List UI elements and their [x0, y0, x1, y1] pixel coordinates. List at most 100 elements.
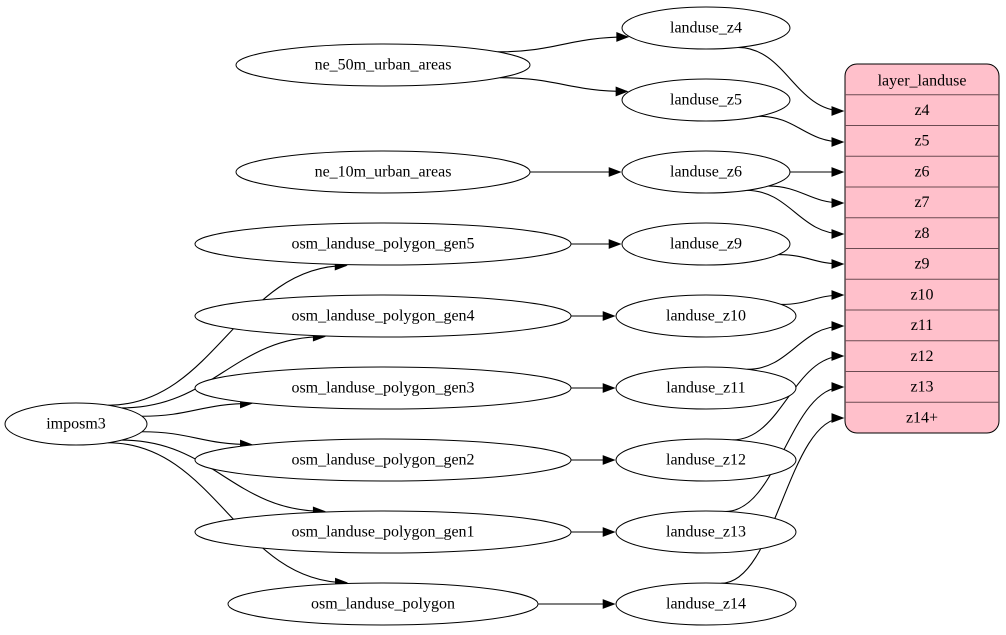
node-label: landuse_z4 [670, 20, 742, 37]
node-ellipse [194, 510, 572, 554]
edge-arrowhead [602, 455, 616, 465]
node-label: osm_landuse_polygon_gen3 [291, 380, 474, 397]
edge-arrowhead [831, 413, 845, 423]
node-landuse_z10[interactable]: landuse_z10 [615, 294, 797, 338]
node-label: landuse_z13 [666, 524, 746, 541]
table-row-label: z10 [910, 286, 933, 303]
table-row-label: z14+ [906, 409, 938, 426]
table-row-label: z11 [911, 317, 934, 334]
edge-arrowhead [608, 239, 622, 249]
table-row-label: z4 [914, 102, 929, 119]
node-label: osm_landuse_polygon [311, 596, 455, 613]
edge-line [746, 189, 844, 235]
node-landuse_z11[interactable]: landuse_z11 [615, 366, 797, 410]
node-ellipse [194, 294, 572, 338]
edge-arrowhead [831, 137, 845, 147]
layer-landuse-table: layer_landuse z4 z5 z6 z7 z8 z9 z10 z11 z12 z13 z14… [844, 63, 1000, 434]
edge-arrowhead [616, 32, 630, 42]
edge-line [121, 336, 325, 409]
edge-arrowhead [831, 259, 845, 269]
node-osm_landuse_polygon_gen4[interactable]: osm_landuse_polygon_gen4 [194, 294, 572, 338]
table-header-label: layer_landuse [878, 73, 967, 90]
edge-line [107, 264, 347, 406]
edge-line [721, 417, 844, 584]
node-ellipse [615, 294, 797, 338]
table-row-label: z13 [910, 379, 933, 396]
edge-line [107, 442, 347, 584]
node-osm_landuse_polygon_gen5[interactable]: osm_landuse_polygon_gen5 [194, 222, 572, 266]
edge-line [732, 355, 844, 441]
node-osm_landuse_polygon_gen3[interactable]: osm_landuse_polygon_gen3 [194, 366, 572, 410]
node-osm_landuse_polygon[interactable]: osm_landuse_polygon [227, 582, 539, 626]
edge-arrowhead [615, 86, 629, 97]
node-label: ne_50m_urban_areas [315, 57, 452, 74]
table-row-label: z9 [914, 256, 929, 273]
node-label: landuse_z12 [666, 452, 746, 469]
table-row-z6[interactable]: z6 [845, 156, 999, 187]
nodes-layer: imposm3 ne_50m_urban_areas ne_10m_urban_ar… [4, 6, 797, 626]
node-label: osm_landuse_polygon_gen5 [291, 236, 474, 253]
node-ne_10m_urban_areas[interactable]: ne_10m_urban_areas [235, 150, 531, 194]
node-landuse_z9[interactable]: landuse_z9 [621, 222, 791, 266]
table-row-z7[interactable]: z7 [845, 187, 999, 218]
node-ellipse [235, 43, 531, 87]
node-label: osm_landuse_polygon_gen2 [291, 452, 474, 469]
table-row-z8[interactable]: z8 [845, 218, 999, 249]
edge-line [121, 439, 325, 512]
node-landuse_z12[interactable]: landuse_z12 [615, 438, 797, 482]
table-row-z13[interactable]: z13 [845, 372, 999, 403]
edge-line [759, 115, 844, 143]
node-landuse_z6[interactable]: landuse_z6 [621, 150, 791, 194]
node-osm_landuse_polygon_gen2[interactable]: osm_landuse_polygon_gen2 [194, 438, 572, 482]
edge-arrowhead [831, 382, 845, 392]
node-landuse_z13[interactable]: landuse_z13 [615, 510, 797, 554]
node-landuse_z14[interactable]: landuse_z14 [615, 582, 797, 626]
edge-line [500, 77, 628, 92]
node-ellipse [227, 582, 539, 626]
node-landuse_z5[interactable]: landuse_z5 [621, 78, 791, 122]
table-row-label: z12 [910, 348, 933, 365]
table-row-label: z6 [914, 163, 929, 180]
node-imposm3[interactable]: imposm3 [4, 402, 148, 446]
table-row-label: z8 [914, 225, 929, 242]
node-label: landuse_z10 [666, 308, 746, 325]
node-label: osm_landuse_polygon_gen4 [291, 308, 474, 325]
edge-arrowhead [831, 321, 845, 331]
table-row-z11[interactable]: z11 [845, 310, 999, 341]
table-row-z5[interactable]: z5 [845, 126, 999, 157]
edge-arrowhead [831, 106, 845, 116]
node-label: ne_10m_urban_areas [315, 164, 452, 181]
node-landuse_z4[interactable]: landuse_z4 [621, 6, 791, 50]
table-row-z14+[interactable]: z14+ [845, 402, 999, 433]
node-ellipse [235, 150, 531, 194]
edge-arrowhead [831, 290, 845, 300]
table-row-z10[interactable]: z10 [845, 279, 999, 310]
node-osm_landuse_polygon_gen1[interactable]: osm_landuse_polygon_gen1 [194, 510, 572, 554]
edge-arrowhead [831, 167, 845, 177]
node-label: landuse_z9 [670, 236, 742, 253]
node-label: landuse_z11 [666, 380, 745, 397]
edge-line [747, 325, 844, 370]
edge-line [738, 46, 844, 112]
edge-arrowhead [602, 311, 616, 321]
edge-arrowhead [602, 599, 616, 609]
node-ellipse [615, 510, 797, 554]
node-ne_50m_urban_areas[interactable]: ne_50m_urban_areas [235, 43, 531, 87]
node-ellipse [4, 402, 148, 446]
node-label: landuse_z14 [666, 596, 746, 613]
node-label: landuse_z5 [670, 92, 742, 109]
node-ellipse [621, 78, 791, 122]
node-label: imposm3 [46, 416, 106, 433]
table-row-z9[interactable]: z9 [845, 249, 999, 280]
edge-arrowhead [831, 229, 845, 239]
node-ellipse [615, 438, 797, 482]
node-ellipse [615, 582, 797, 626]
table-row-z4[interactable]: z4 [845, 95, 999, 126]
node-ellipse [621, 222, 791, 266]
edge-arrowhead [831, 351, 845, 361]
table-row-z12[interactable]: z12 [845, 341, 999, 372]
node-ellipse [194, 438, 572, 482]
edge-arrowhead [602, 527, 616, 537]
